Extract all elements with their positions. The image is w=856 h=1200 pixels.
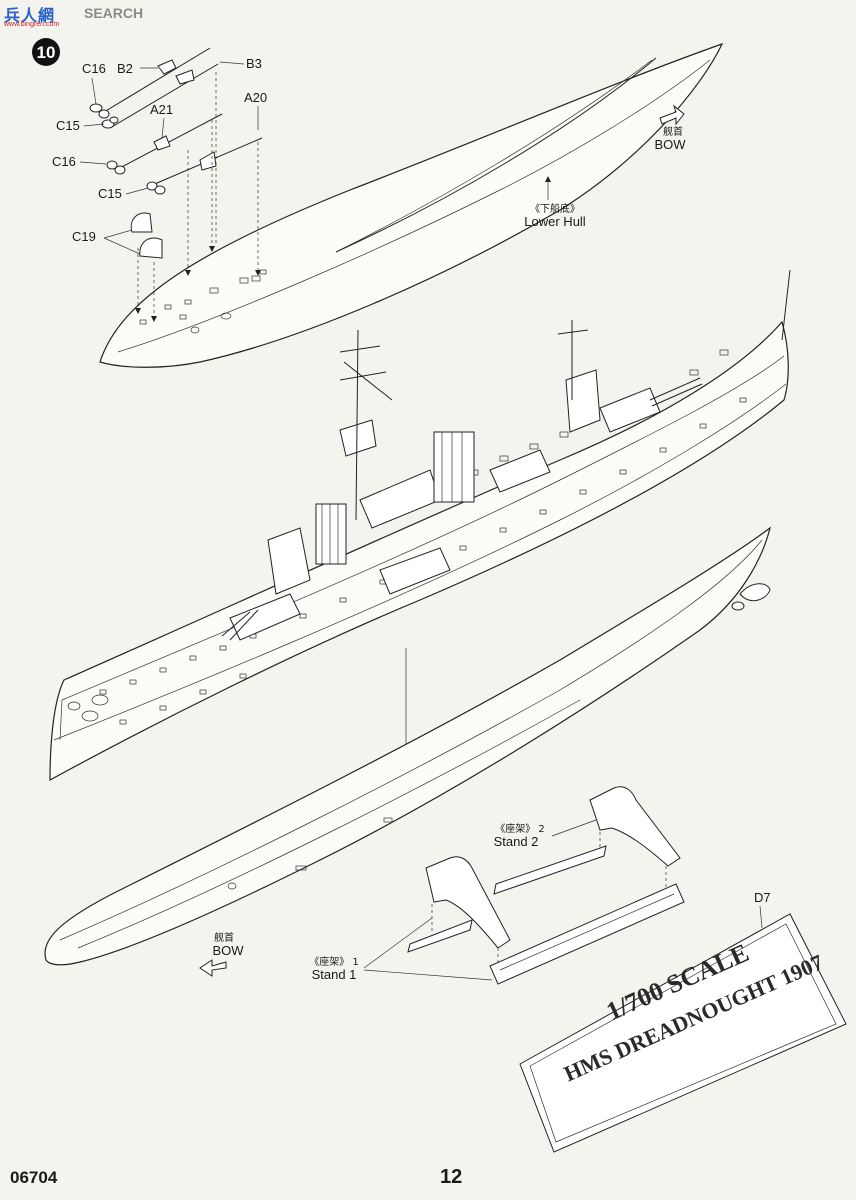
stand2-cn: 《座架》 2 — [495, 822, 545, 835]
bow-top-en: BOW — [654, 137, 686, 152]
step-badge: 10 — [32, 38, 60, 66]
label-c15-mid: C15 — [98, 186, 122, 201]
stand-labels: 《座架》 2 Stand 2 《座架》 1 Stand 1 — [309, 819, 597, 982]
stand2-en: Stand 2 — [494, 834, 539, 849]
label-b3: B3 — [246, 56, 262, 71]
page-number: 12 — [440, 1166, 463, 1188]
step-number: 10 — [37, 43, 56, 62]
lower-hull-top — [99, 42, 724, 368]
label-c16-top: C16 — [82, 61, 106, 76]
label-c19: C19 — [72, 229, 96, 244]
shaft-assemblies — [89, 47, 263, 322]
bow-callout-top: 舰首 BOW — [654, 104, 686, 152]
watermark-logo: 兵人網 — [4, 6, 56, 25]
watermark-subtitle: www.bingren.com — [4, 21, 60, 28]
bow-callout-bottom: 舰首 BOW — [199, 931, 244, 977]
stand-1 — [489, 883, 685, 985]
label-c16-mid: C16 — [52, 154, 76, 169]
part-labels: C16 B2 B3 C15 A21 A20 C16 C15 C19 — [52, 56, 267, 255]
lower-hull-en: Lower Hull — [524, 214, 586, 229]
stand1-cn: 《座架》 1 — [309, 955, 359, 968]
lower-hull-bottom — [44, 526, 771, 966]
label-c15-top: C15 — [56, 118, 80, 133]
bow-bottom-cn: 舰首 — [214, 931, 234, 944]
label-a20: A20 — [244, 90, 267, 105]
ship-upper-hull — [49, 269, 791, 782]
assembly-arrow — [403, 648, 409, 754]
bow-top-cn: 舰首 — [663, 125, 683, 138]
label-b2: B2 — [117, 61, 133, 76]
label-a21: A21 — [150, 102, 173, 117]
product-code: 06704 — [10, 1168, 58, 1187]
bow-bottom-en: BOW — [212, 943, 244, 958]
label-d7: D7 — [754, 890, 771, 905]
watermark: 兵人網 www.bingren.com SEARCH — [0, 0, 170, 30]
stand-2 — [407, 786, 681, 962]
lower-hull-cn: 《下船底》 — [530, 202, 580, 215]
nameplate: D7 1/700 SCALE HMS DREADNOUGHT 1907 — [519, 890, 847, 1153]
lower-hull-callout: 《下船底》 Lower Hull — [524, 176, 586, 229]
watermark-search: SEARCH — [84, 5, 144, 21]
stand1-en: Stand 1 — [312, 967, 357, 982]
